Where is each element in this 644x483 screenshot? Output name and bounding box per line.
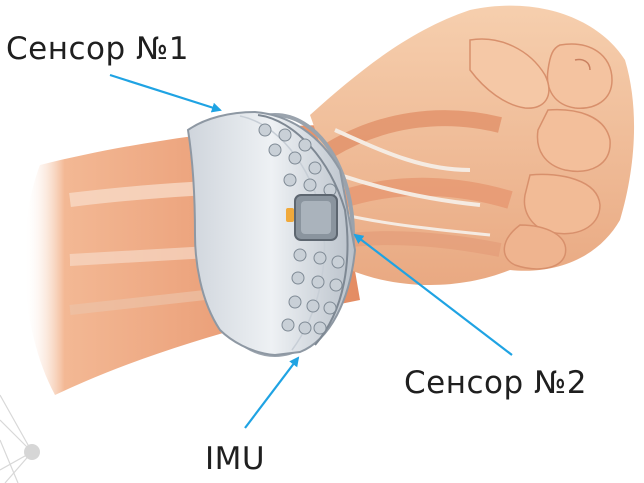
imu-arrow bbox=[244, 356, 300, 429]
sensor1-arrow bbox=[109, 73, 222, 113]
network-decoration bbox=[0, 394, 40, 483]
sensor-bracelet-illustration bbox=[186, 110, 357, 357]
fist-illustration bbox=[310, 5, 635, 285]
imu-label: IMU bbox=[205, 441, 266, 477]
sensor1-label: Сенсор №1 bbox=[6, 31, 189, 67]
sensor2-label: Сенсор №2 bbox=[404, 365, 587, 401]
sensor2-arrow bbox=[353, 233, 513, 356]
